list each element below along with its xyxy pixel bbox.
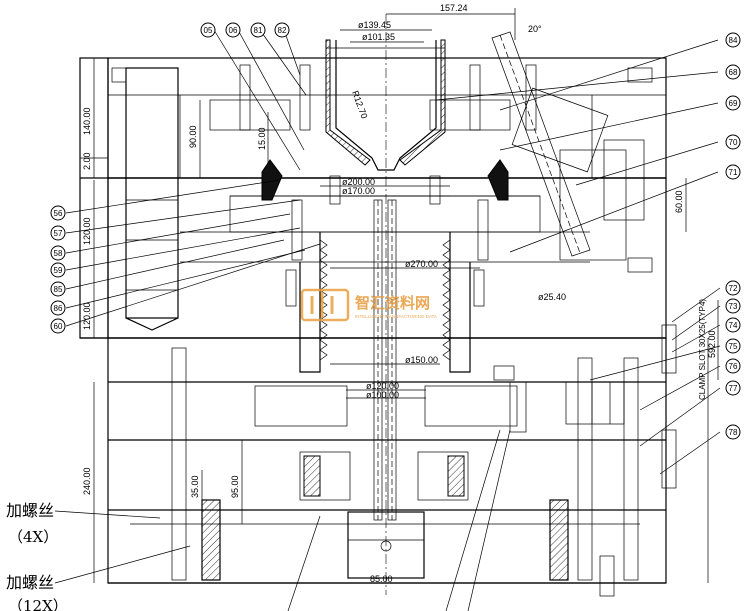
sprue-bushing [325,14,446,595]
svg-text:06: 06 [229,26,238,35]
balloon-82: 82 [274,22,290,38]
note-add-screw-2: 加螺丝 [6,573,54,592]
core [299,232,471,373]
svg-text:60: 60 [54,322,63,331]
svg-text:71: 71 [729,168,738,177]
svg-text:76: 76 [729,362,738,371]
svg-text:58: 58 [54,249,63,258]
svg-text:70: 70 [729,138,738,147]
side-blocks [565,381,625,425]
balloon-60: 60 [50,318,66,334]
balloon-69: 69 [725,95,741,111]
svg-text:77: 77 [729,384,738,393]
svg-text:72: 72 [729,284,738,293]
svg-text:84: 84 [729,36,738,45]
svg-text:59: 59 [54,266,63,275]
balloon-86: 86 [50,300,66,316]
dim-dia-25-40: ø25.40 [538,292,566,302]
clamp-slot-note: CLAMP SLOT 30X25(TYP4) [698,299,707,400]
dim-20-degrees: 20° [528,24,542,34]
svg-text:69: 69 [729,99,738,108]
balloon-56: 56 [50,205,66,221]
watermark-brand-en: INTELLIGENT MANUFACTURING DATA [355,314,437,319]
part-balloons: 05 06 81 82 84 68 69 70 71 56 57 58 59 8… [50,22,741,440]
balloon-59: 59 [50,262,66,278]
svg-text:78: 78 [729,428,738,437]
dim-15-00: 15.00 [257,127,267,150]
watermark-brand-cn: 智汇资料网 [355,294,430,312]
dim-2-00: 2.00 [82,152,92,170]
balloon-57: 57 [50,225,66,241]
dim-dia-170-00: ø170.00 [342,186,375,196]
watermark: 智汇资料网 INTELLIGENT MANUFACTURING DATA [300,288,437,322]
svg-text:57: 57 [54,229,63,238]
balloon-78: 78 [725,424,741,440]
balloon-71: 71 [725,164,741,180]
dim-dia-120-00: ø120.00 [366,381,399,391]
screw-notes: 加螺丝 （4X） 加螺丝 （12X） [6,501,68,611]
svg-text:73: 73 [729,302,738,311]
dim-140-00: 140.00 [82,107,92,135]
balloon-05: 05 [200,22,216,38]
svg-text:86: 86 [54,304,63,313]
dim-90-00: 90.00 [188,125,198,148]
dim-dia-101-35: ø101.35 [362,32,395,42]
dim-592-00: 592.00 [707,330,717,358]
balloon-70: 70 [725,134,741,150]
balloon-77: 77 [725,380,741,396]
balloon-84: 84 [725,32,741,48]
dim-240-00: 240.00 [82,467,92,495]
note-add-screw-2-qty: （12X） [8,597,68,611]
balloon-73: 73 [725,298,741,314]
dim-157-24: 157.24 [440,3,468,13]
svg-text:74: 74 [729,321,738,330]
balloon-76: 76 [725,358,741,374]
svg-text:68: 68 [729,68,738,77]
dim-85-00: 85.00 [370,574,393,584]
dim-dia-270-00: ø270.00 [405,259,438,269]
svg-text:82: 82 [278,26,287,35]
svg-text:05: 05 [204,26,213,35]
balloon-74: 74 [725,317,741,333]
dim-dia-150-00: ø150.00 [405,355,438,365]
balloon-68: 68 [725,64,741,80]
leader-lines [54,29,721,611]
dim-60-00: 60.00 [674,190,684,213]
balloon-81: 81 [250,22,266,38]
watermark-logo-icon [300,288,350,322]
svg-text:85: 85 [54,285,63,294]
dim-dia-200-00: ø200.00 [342,177,375,187]
screws [111,64,677,597]
balloon-58: 58 [50,245,66,261]
dim-95-00: 95.00 [230,475,240,498]
dimension-labels: 157.24 20° ø139.45 ø101.35 R12.70 140.00… [82,3,717,584]
center-ejector-rod [373,199,397,521]
note-add-screw-1: 加螺丝 [6,501,54,520]
svg-text:81: 81 [254,26,263,35]
dimension-lines [80,8,719,584]
balloon-06: 06 [225,22,241,38]
seal-rings [261,159,509,201]
dim-r12-70: R12.70 [350,89,369,120]
balloon-72: 72 [725,280,741,296]
balloon-85: 85 [50,281,66,297]
dim-dia-100-00: ø100.00 [366,390,399,400]
balloon-75: 75 [725,338,741,354]
angle-pin [491,31,645,261]
dim-35-00: 35.00 [190,475,200,498]
svg-text:56: 56 [54,209,63,218]
note-add-screw-1-qty: （4X） [8,528,58,546]
dim-120-00-lower: 120.00 [82,302,92,330]
svg-text:75: 75 [729,342,738,351]
dim-dia-139-45: ø139.45 [358,20,391,30]
dim-120-00-upper: 120.00 [82,217,92,245]
